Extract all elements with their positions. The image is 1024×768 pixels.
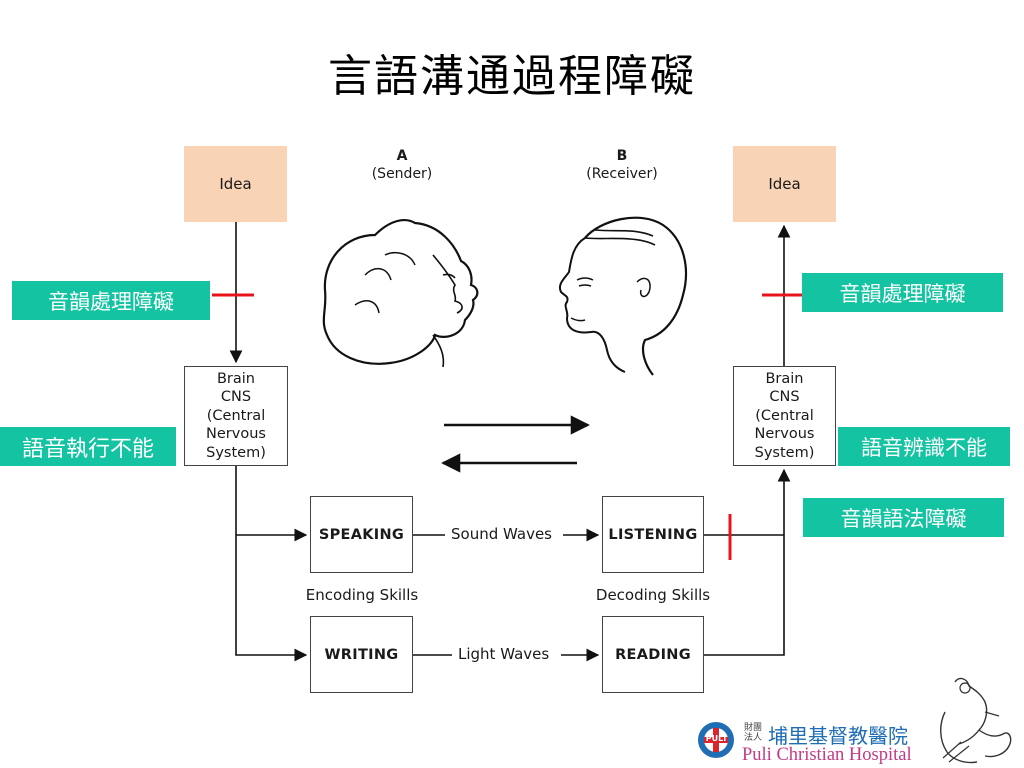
brain-to-writing-arrow xyxy=(235,466,308,662)
logo-name-en: Puli Christian Hospital xyxy=(742,745,912,765)
logo-badge-text: PULI xyxy=(705,734,727,743)
sender-letter: A xyxy=(396,148,408,164)
listening-box: LISTENING xyxy=(602,496,704,573)
hospital-logo-badge: PULI xyxy=(696,720,736,760)
sender-idea-box: Idea xyxy=(184,146,287,222)
logo-illustration xyxy=(940,677,1012,764)
logo-name-zh: 埔里基督教醫院 xyxy=(768,724,908,748)
receiver-brain-box: Brain CNS (Central Nervous System) xyxy=(733,366,836,466)
decoding-skills-label: Decoding Skills xyxy=(595,586,711,604)
receiver-label: B (Receiver) xyxy=(572,147,672,183)
receiver-letter: B xyxy=(616,148,628,164)
receiver-idea-box: Idea xyxy=(733,146,836,222)
disorder-label-right-phonological: 音韻處理障礙 xyxy=(802,273,1003,312)
sender-face-drawing xyxy=(322,219,479,368)
logo-org-small: 財團法人 xyxy=(744,722,763,742)
disorder-label-right-speech: 語音辨識不能 xyxy=(838,427,1010,466)
disorder-label-right-syntax: 音韻語法障礙 xyxy=(803,498,1004,537)
writing-box: WRITING xyxy=(310,616,413,693)
reading-box: READING xyxy=(602,616,704,693)
sender-brain-box: Brain CNS (Central Nervous System) xyxy=(184,366,288,466)
sound-waves-label: Sound Waves xyxy=(447,525,556,543)
disorder-label-left-speech: 語音執行不能 xyxy=(0,427,176,466)
sender-role: (Sender) xyxy=(371,166,433,182)
light-waves-label: Light Waves xyxy=(454,645,554,663)
receiver-face-drawing xyxy=(559,216,688,376)
slide-title: 言語溝通過程障礙 xyxy=(328,51,696,102)
encoding-skills-label: Encoding Skills xyxy=(305,586,419,604)
speaking-box: SPEAKING xyxy=(310,496,413,573)
receiver-role: (Receiver) xyxy=(586,166,658,182)
reading-to-brain-arrow xyxy=(704,468,791,656)
sender-label: A (Sender) xyxy=(352,147,452,183)
disorder-label-left-phonological: 音韻處理障礙 xyxy=(12,281,210,320)
